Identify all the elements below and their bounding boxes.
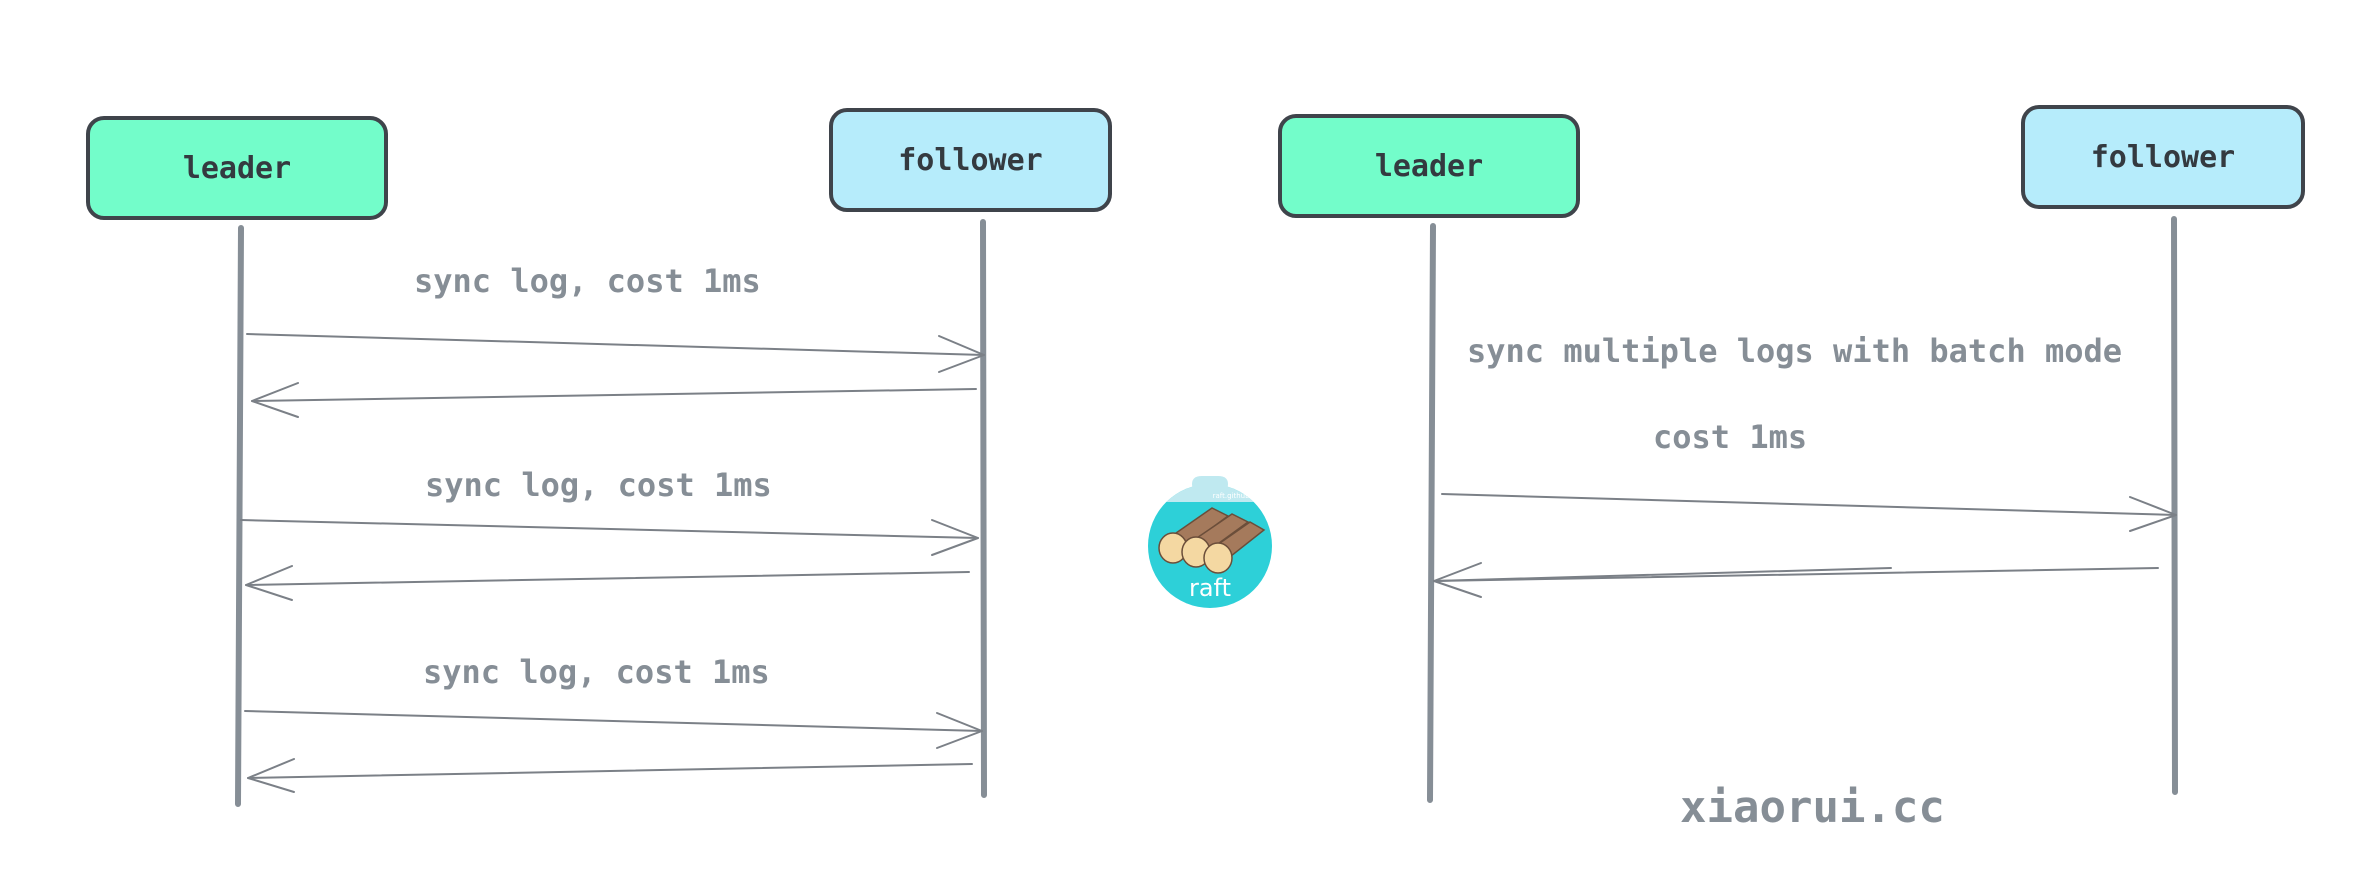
request-arrow-1 [246,333,985,373]
right-follower-label: follower [2090,139,2236,175]
lifeline-left-follower [980,219,987,798]
request-arrow-3 [244,710,983,749]
raft-logs-icon [1158,507,1266,574]
raft-logo: raft.github.io raft [1148,476,1272,608]
watermark: xiaorui.cc [1680,782,1945,833]
batch-request-arrow [1441,493,2177,532]
batch-label-line1: sync multiple logs with batch mode [1467,332,2123,370]
lifeline-right-leader [1427,223,1436,803]
exchange-3-label: sync log, cost 1ms [423,653,770,691]
batch-response-arrow [1433,562,2159,598]
exchange-2-label: sync log, cost 1ms [425,466,772,504]
response-arrow-2 [245,565,970,601]
right-leader-label: leader [1374,148,1484,184]
raft-logo-subtext: raft.github.io [1213,492,1258,500]
response-arrow-3 [247,758,973,793]
response-arrow-1 [251,382,977,418]
left-follower-label: follower [898,142,1043,178]
right-follower-box: follower [2021,105,2305,209]
left-leader-label: leader [182,150,292,186]
raft-logo-text: raft [1189,574,1231,602]
left-follower-box: follower [829,108,1112,212]
left-leader-box: leader [86,116,388,220]
lifeline-left-leader [235,225,244,807]
right-leader-box: leader [1278,114,1580,218]
batch-label-line2: cost 1ms [1653,418,1808,456]
exchange-1-label: sync log, cost 1ms [414,262,761,300]
lifeline-right-follower [2171,216,2178,795]
request-arrow-2 [240,519,979,556]
